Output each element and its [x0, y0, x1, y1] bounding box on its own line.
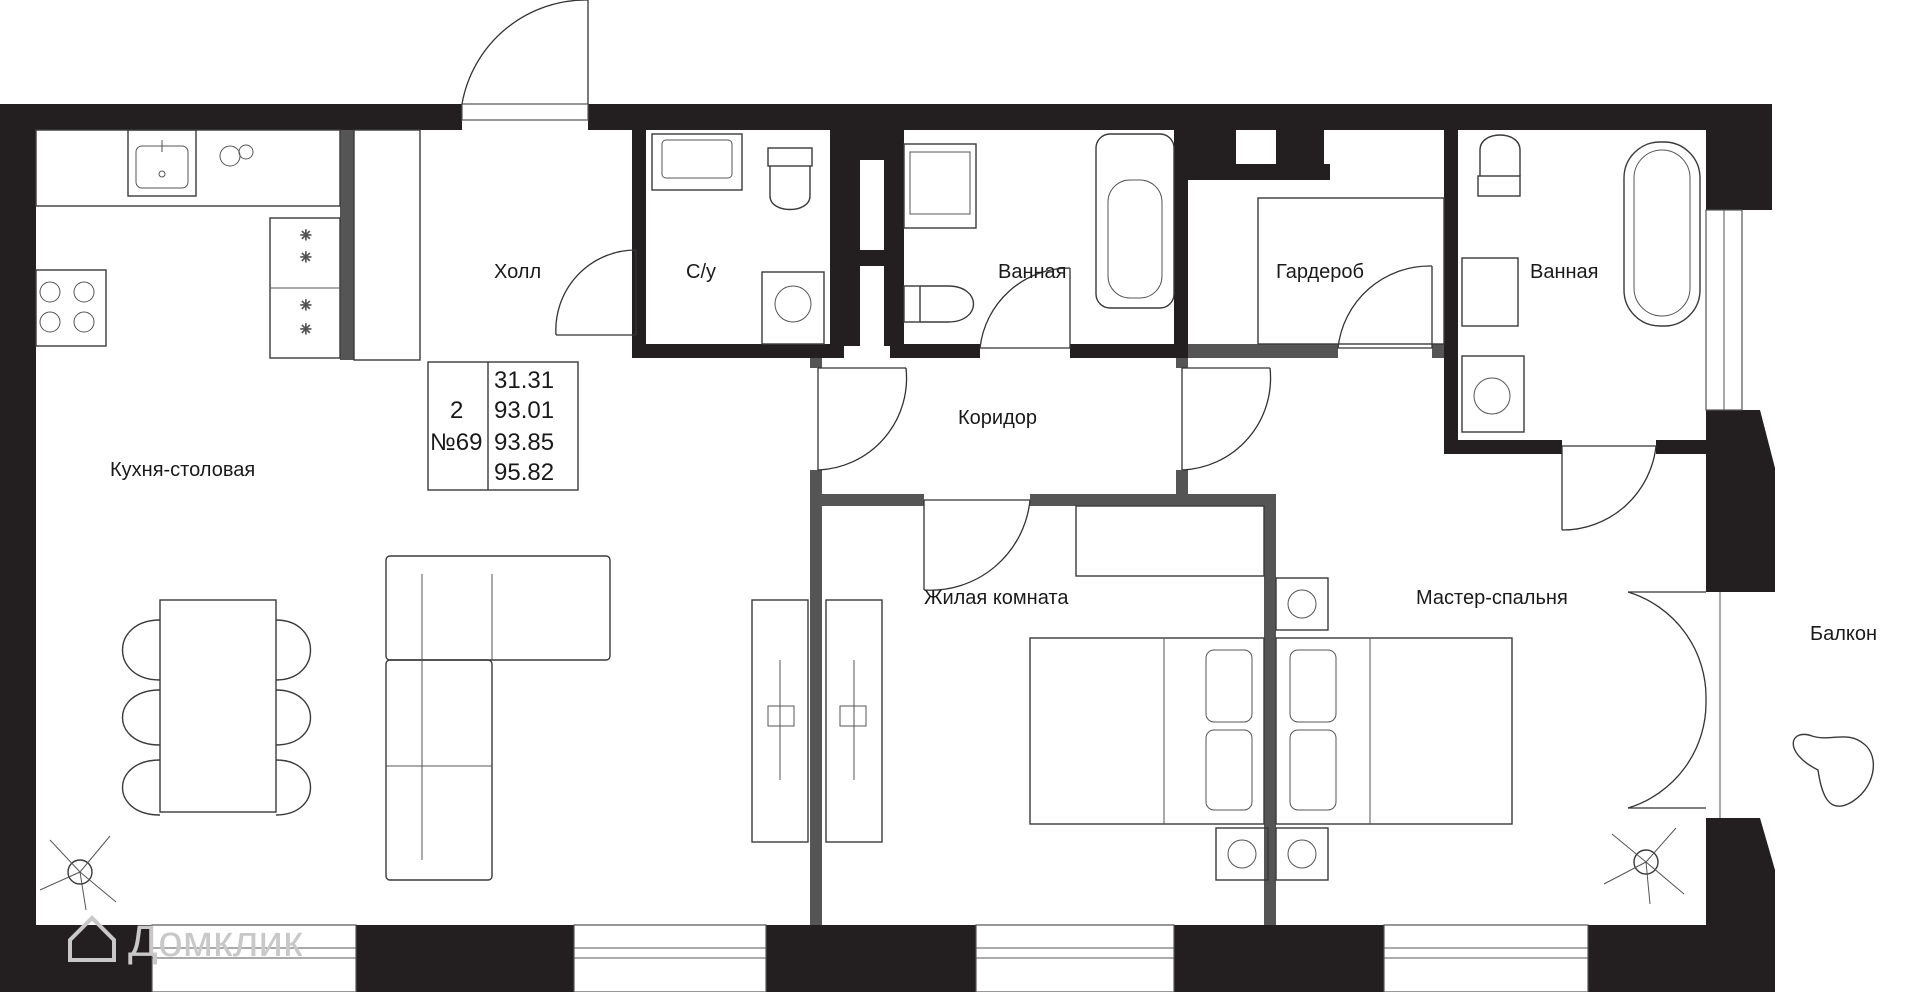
area-full: 95.82 — [494, 459, 554, 486]
room-label-master-bedroom: Мастер-спальня — [1416, 587, 1568, 609]
room-label-wc: С/у — [686, 261, 716, 283]
bathroom-fixtures — [651, 133, 1701, 433]
area-living: 31.31 — [494, 367, 554, 394]
watermark-logo-icon — [68, 915, 116, 962]
bedroom-fixtures — [1029, 505, 1875, 905]
rooms-count: 2 — [450, 397, 463, 424]
apartment-info-table: 2 №69 31.31 93.01 93.85 95.82 — [427, 361, 579, 491]
windows — [151, 209, 1743, 992]
room-label-wardrobe: Гардероб — [1276, 261, 1364, 283]
room-label-kitchen: Кухня-столовая — [110, 459, 255, 481]
entrance-door — [461, 0, 589, 121]
apartment-number: №69 — [430, 429, 482, 456]
watermark-text: Домклик — [128, 917, 303, 966]
svg-text:✳: ✳ — [300, 297, 312, 313]
room-label-bathroom-1: Ванная — [998, 261, 1067, 283]
room-label-corridor: Коридор — [958, 407, 1037, 429]
svg-text:✳: ✳ — [300, 249, 312, 265]
room-label-hall: Холл — [494, 261, 541, 283]
svg-text:✳: ✳ — [300, 321, 312, 337]
area-total: 93.01 — [494, 397, 554, 424]
watermark: Домклик — [68, 915, 303, 966]
room-label-living-room: Жилая комната — [924, 587, 1069, 609]
room-label-balcony: Балкон — [1810, 623, 1877, 645]
room-labels: Кухня-столовая Холл С/у Ванная Гардероб … — [110, 261, 1877, 645]
kitchen-fixtures: ✳ ✳ ✳ ✳ — [35, 129, 883, 911]
svg-text:✳: ✳ — [300, 227, 312, 243]
outer-walls — [0, 104, 1775, 992]
partitions — [340, 130, 1706, 925]
area-with-balcony: 93.85 — [494, 429, 554, 456]
room-label-bathroom-2: Ванная — [1530, 261, 1599, 283]
doors — [555, 249, 1707, 809]
